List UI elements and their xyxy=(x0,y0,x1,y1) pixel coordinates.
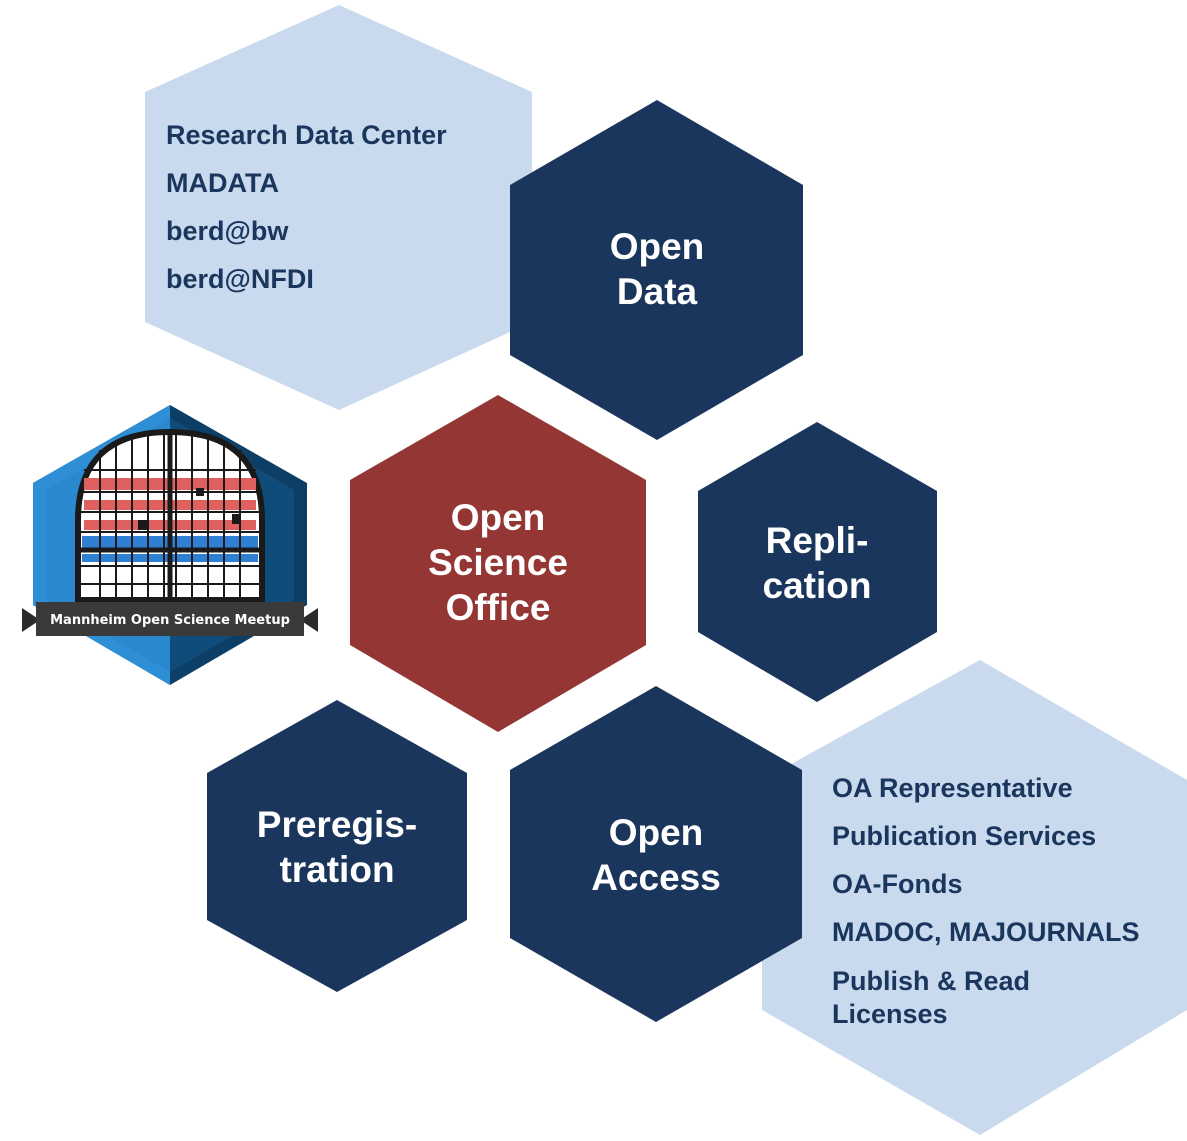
access-services-item: OA Representative xyxy=(832,773,1073,803)
badge-label: Mannheim Open Science Meetup xyxy=(50,613,290,628)
meetup-badge-logo: Mannheim Open Science Meetup xyxy=(22,405,318,685)
open-access-label-line1: Open xyxy=(609,812,704,853)
data-services-item: MADATA xyxy=(166,168,279,198)
access-services-list: OA Representative Publication Services O… xyxy=(832,773,1140,1029)
preregistration-label-line1: Preregis- xyxy=(257,804,417,845)
replication-hexagon xyxy=(698,422,937,702)
access-services-item: OA-Fonds xyxy=(832,869,962,899)
open-science-office-label-line1: Open xyxy=(451,497,546,538)
access-services-item: MADOC, MAJOURNALS xyxy=(832,917,1140,947)
open-science-office-label-line3: Office xyxy=(446,587,551,628)
data-services-item: berd@NFDI xyxy=(166,264,314,294)
access-services-item: Publish & Read xyxy=(832,966,1030,996)
open-access-label-line2: Access xyxy=(591,857,721,898)
open-access-hexagon xyxy=(510,686,802,1022)
replication-label-line1: Repli- xyxy=(766,520,869,561)
open-science-office-label-line2: Science xyxy=(428,542,568,583)
preregistration-hexagon xyxy=(207,700,467,992)
data-services-item: berd@bw xyxy=(166,216,289,246)
access-services-item: Publication Services xyxy=(832,821,1096,851)
data-services-item: Research Data Center xyxy=(166,120,447,150)
preregistration-label-line2: tration xyxy=(279,849,394,890)
access-services-item: Licenses xyxy=(832,999,948,1029)
data-services-list: Research Data Center MADATA berd@bw berd… xyxy=(166,120,447,294)
data-services-hexagon xyxy=(145,5,532,410)
open-science-office-hexagon xyxy=(350,395,646,732)
replication-label-line2: cation xyxy=(763,565,872,606)
open-data-hexagon xyxy=(510,100,803,440)
open-data-label-line2: Data xyxy=(617,271,698,312)
access-services-hexagon xyxy=(762,660,1187,1135)
open-data-label-line1: Open xyxy=(610,226,705,267)
